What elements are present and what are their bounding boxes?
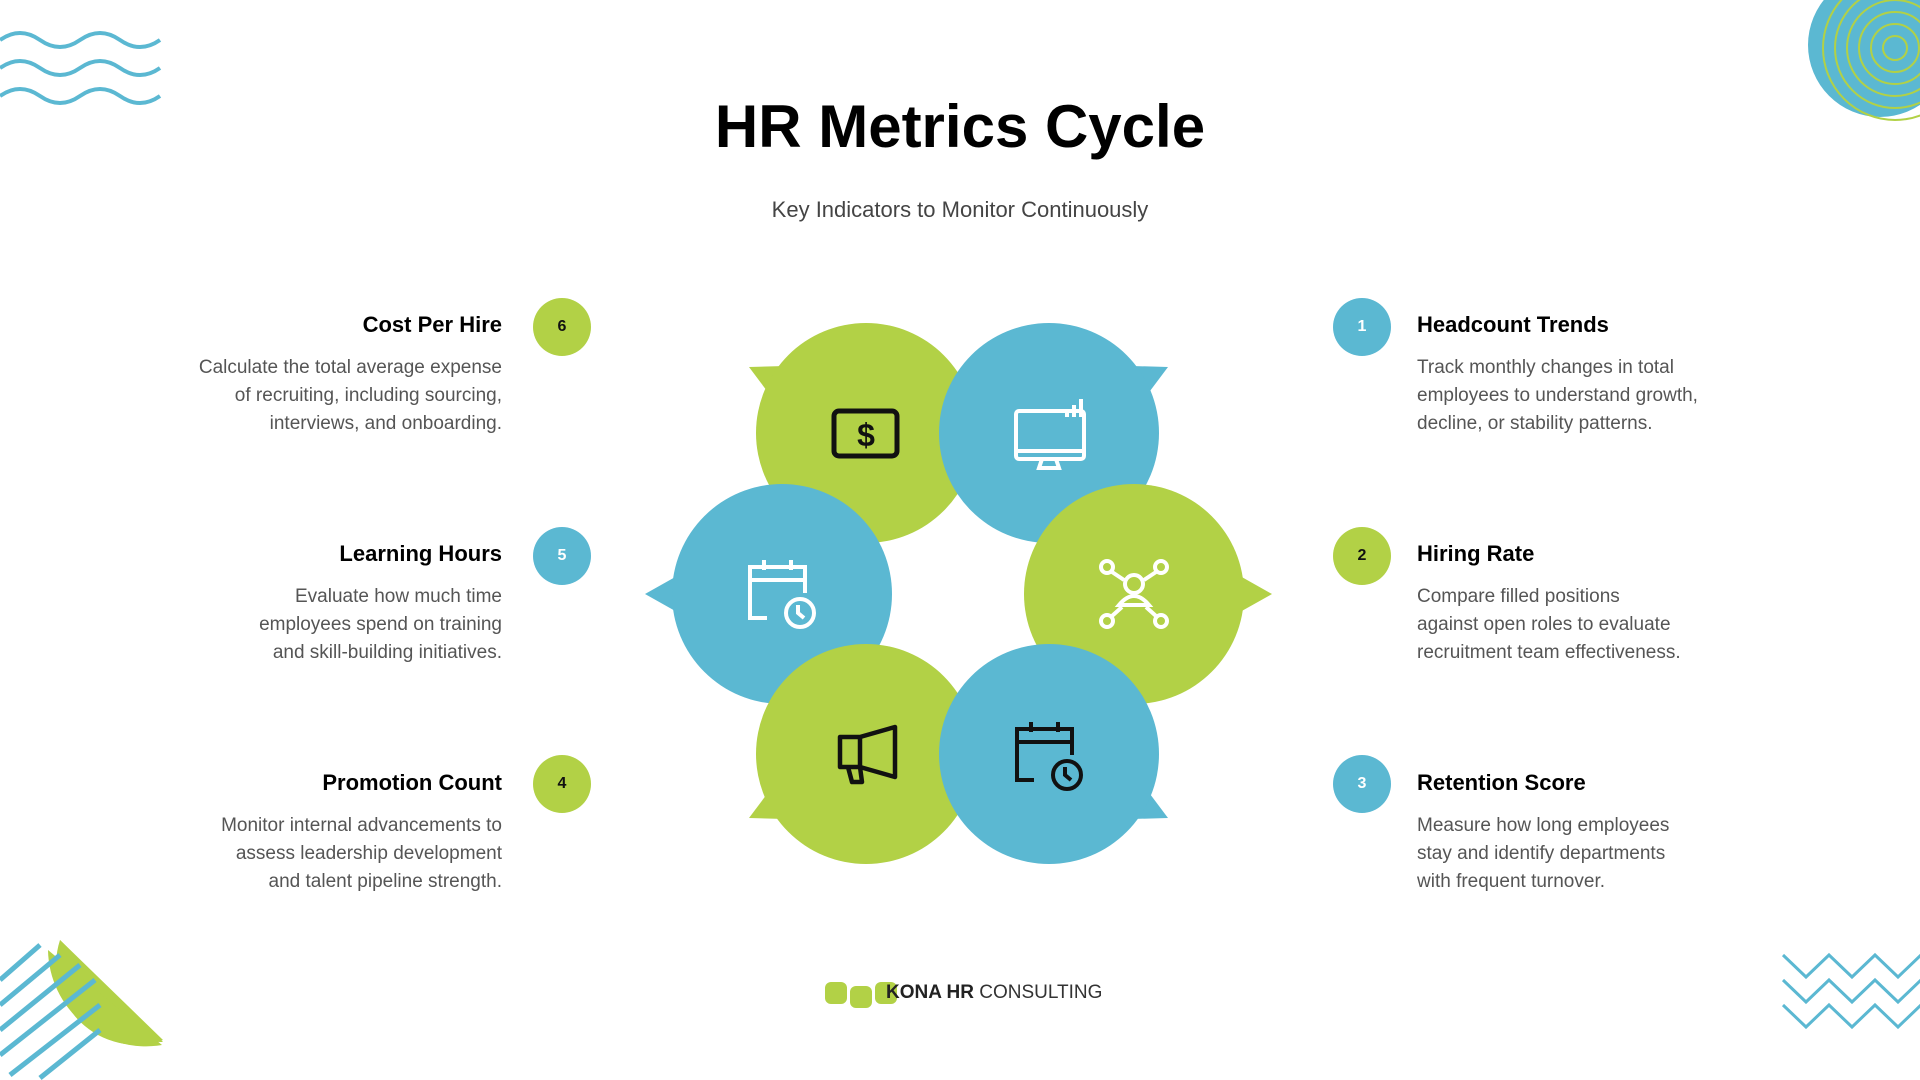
logo-mark xyxy=(825,982,847,1004)
calendar-clock-icon xyxy=(1015,722,1083,791)
step-number-2: 2 xyxy=(1333,527,1391,585)
calendar-clock-icon xyxy=(748,560,816,629)
step-number-3: 3 xyxy=(1333,755,1391,813)
metric-title: Cost Per Hire xyxy=(362,312,502,337)
zigzag-decoration xyxy=(1781,952,1920,1030)
metric-promotion-count: Promotion Count Monitor internal advance… xyxy=(142,770,502,896)
half-circle-stripes-decoration xyxy=(0,940,163,1080)
page-title: HR Metrics Cycle xyxy=(714,93,1206,160)
step-number-4: 4 xyxy=(533,755,591,813)
logo-text: KONA HR CONSULTING xyxy=(886,982,1103,1003)
metric-title: Headcount Trends xyxy=(1417,312,1609,337)
concentric-circles-decoration xyxy=(1808,0,1920,121)
metric-title: Learning Hours xyxy=(339,541,502,566)
step-number-5: 5 xyxy=(533,527,591,585)
metric-title: Promotion Count xyxy=(322,770,502,795)
megaphone-icon xyxy=(837,724,898,785)
page-subtitle: Key Indicators to Monitor Continuously xyxy=(771,197,1149,222)
step-number-6: 6 xyxy=(533,298,591,356)
network-user-icon xyxy=(1099,559,1169,629)
metric-title: Retention Score xyxy=(1417,770,1586,795)
monitor-chart-icon xyxy=(1014,399,1086,470)
wave-decoration xyxy=(0,31,162,105)
metric-title: Hiring Rate xyxy=(1417,541,1535,566)
logo-mark xyxy=(850,986,872,1008)
metric-cost-per-hire: Cost Per Hire Calculate the total averag… xyxy=(142,312,502,438)
metric-retention-score: Retention Score Measure how long employe… xyxy=(1417,770,1777,896)
bubble-promotion-count xyxy=(749,644,976,864)
svg-text:$: $ xyxy=(857,417,875,453)
logo-mark xyxy=(875,982,897,1004)
metric-headcount-trends: Headcount Trends Track monthly changes i… xyxy=(1417,312,1777,438)
step-number-1: 1 xyxy=(1333,298,1391,356)
company-logo: KONA HR CONSULTING xyxy=(825,978,1102,1008)
dollar-bill-icon: $ xyxy=(831,408,900,459)
bubble-retention-score xyxy=(939,644,1168,864)
bubble-headcount-trends xyxy=(939,323,1168,543)
